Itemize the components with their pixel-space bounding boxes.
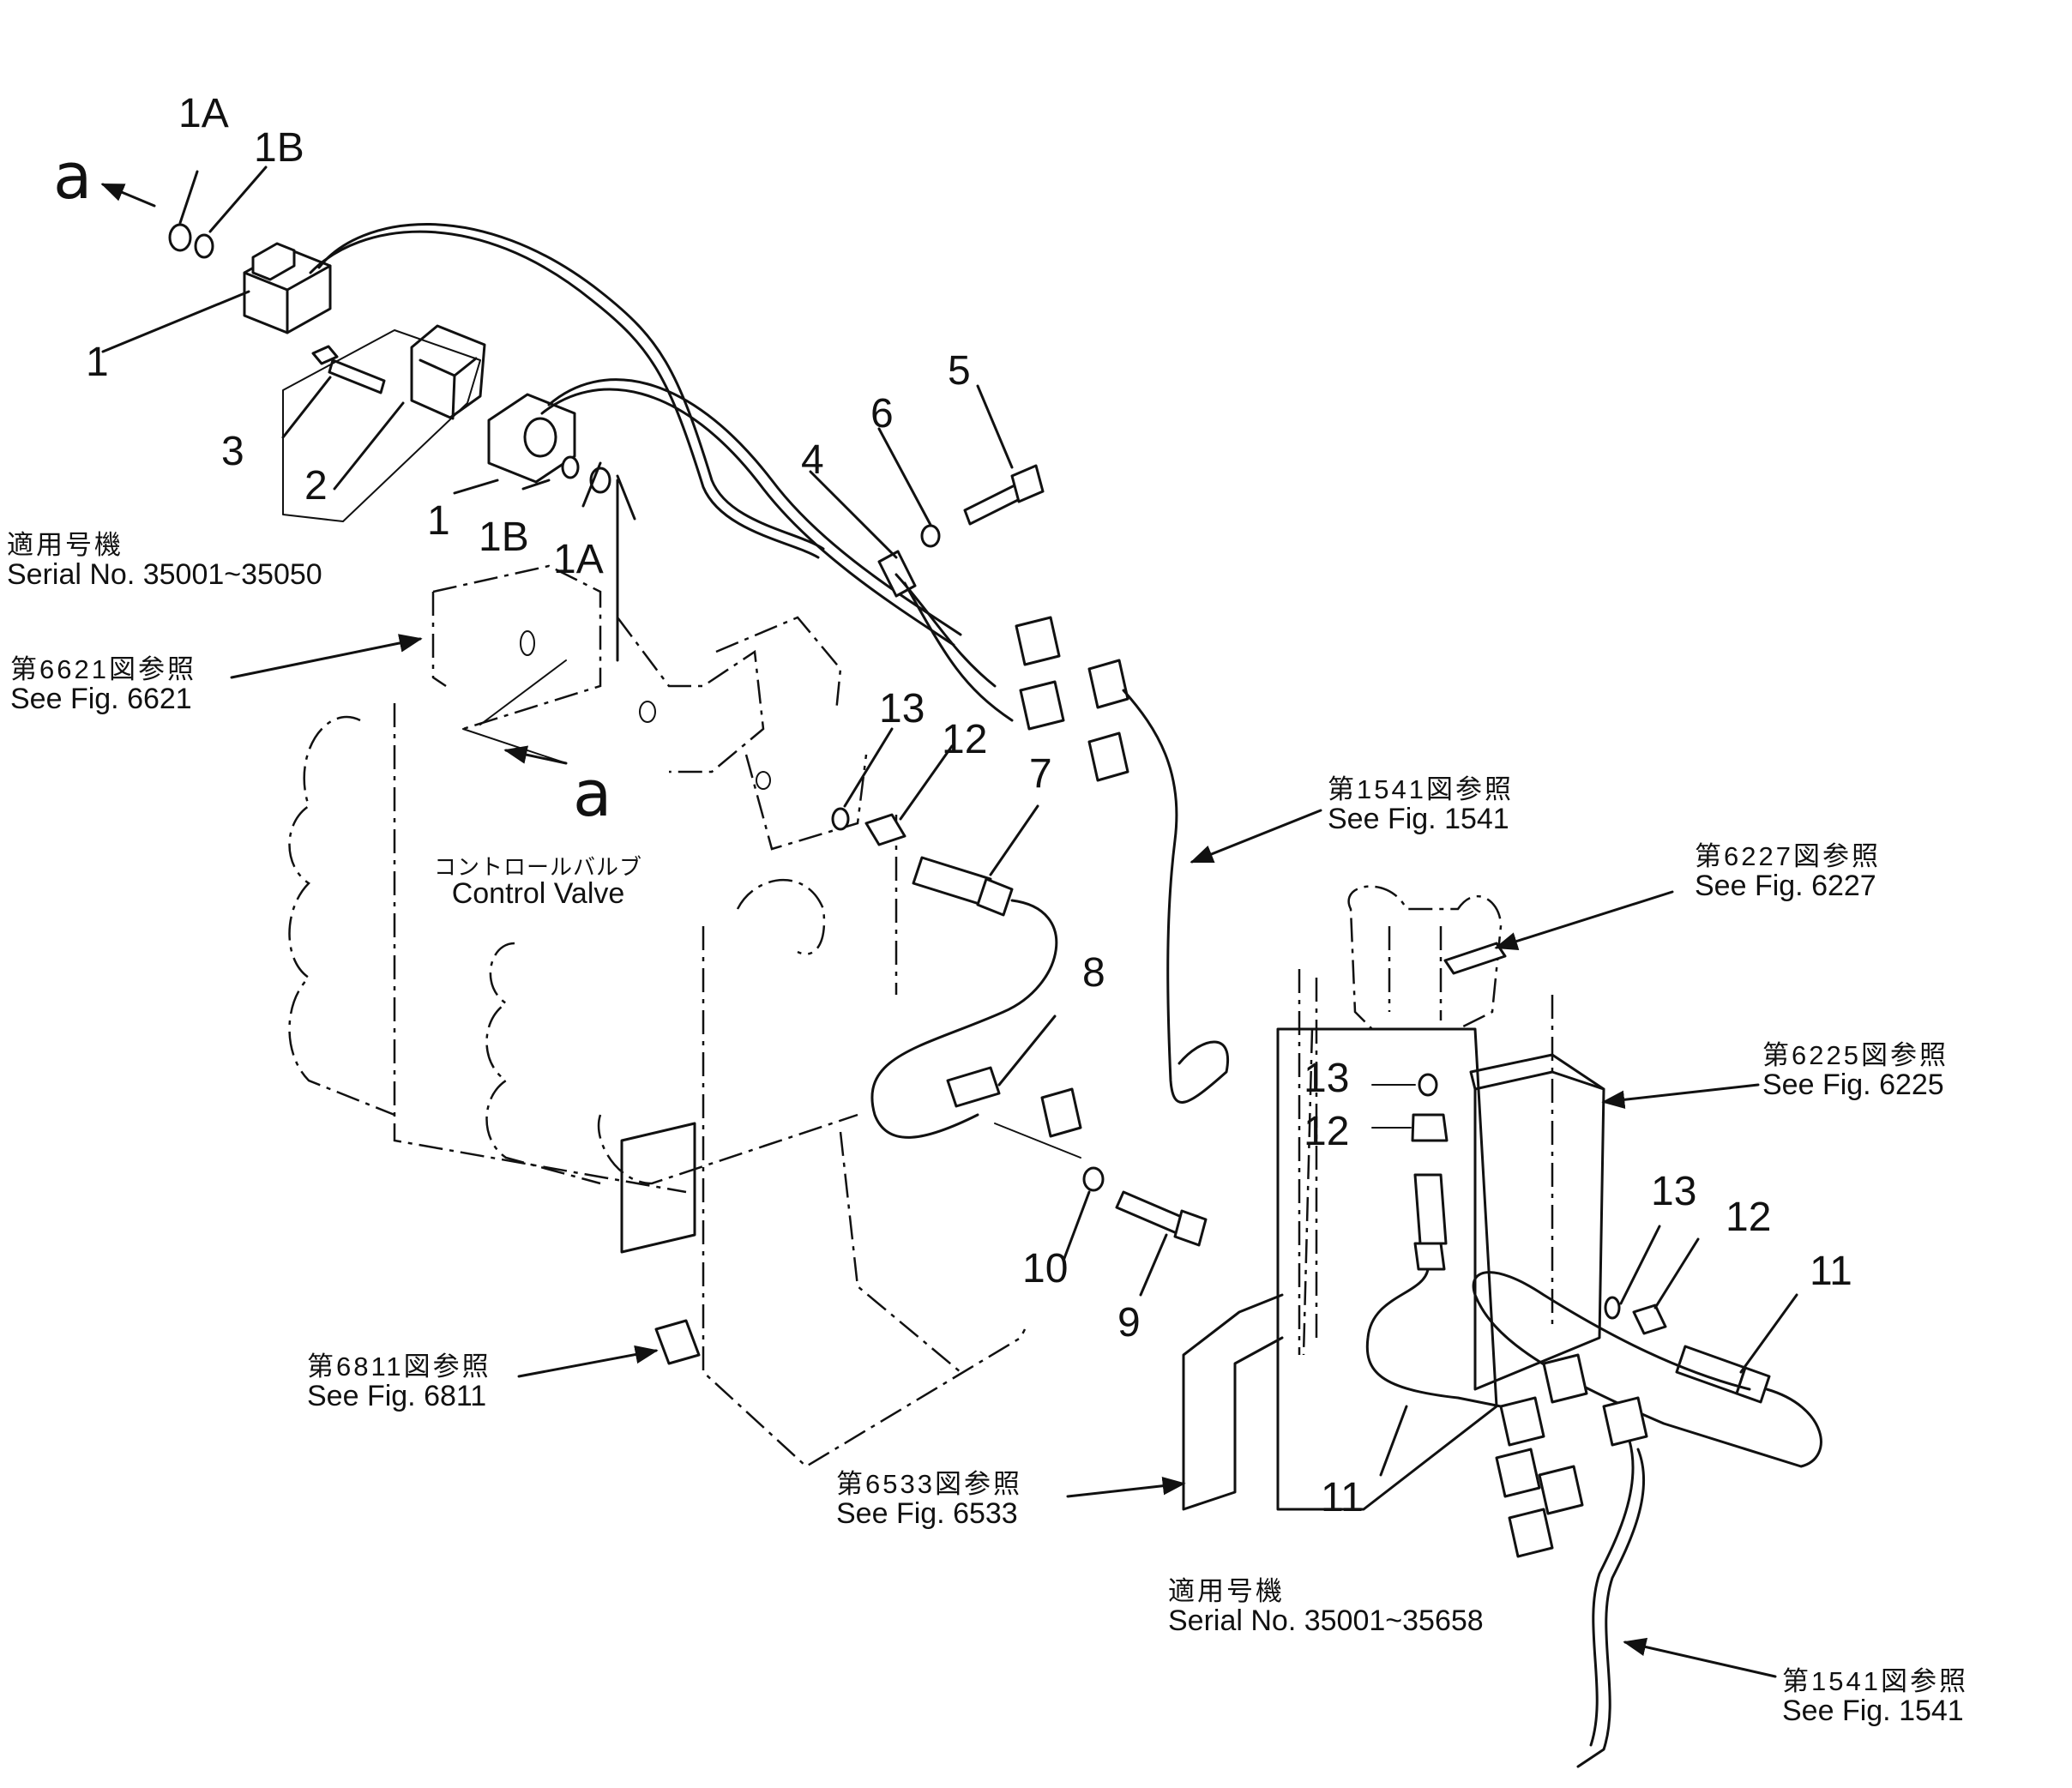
part-label-1a-top: 1A [178, 91, 229, 136]
component-label-jp: コントロールバルブ [434, 854, 643, 880]
view-a-label-valve: a [573, 757, 612, 831]
ref-fig6533-jp: 第6533図参照 [836, 1469, 1022, 1499]
part-label-10: 10 [1022, 1246, 1069, 1291]
plug-12-valve [864, 813, 906, 846]
ref-fig6621: 第6621図参照 See Fig. 6621 [10, 654, 196, 715]
serial-note-bottom: 適用号機 Serial No. 35001~35658 [1168, 1576, 1484, 1637]
ref-fig6225-en: See Fig. 6225 [1762, 1068, 1944, 1101]
ref-fig6227-en: See Fig. 6227 [1695, 869, 1876, 902]
part-label-12-valve: 12 [942, 717, 988, 762]
bolt-3 [311, 345, 386, 394]
bracket-center [1182, 1027, 1498, 1511]
plug-12-bracket [1411, 1113, 1449, 1142]
part-label-1a-mid: 1A [553, 537, 604, 582]
part-label-13-right: 13 [1651, 1169, 1697, 1214]
ref-fig1541-upper-en: See Fig. 1541 [1328, 802, 1509, 835]
ref-fig6225: 第6225図参照 See Fig. 6225 [1762, 1040, 1949, 1101]
sensor-11-lead-right [1472, 1271, 1822, 1468]
part-label-11-lower: 11 [1321, 1475, 1364, 1520]
arrow-fig6227 [1494, 890, 1674, 950]
part-label-2: 2 [304, 463, 328, 509]
component-label-control-valve: コントロールバルブ Control Valve [434, 854, 643, 911]
sensor-group-right [1604, 1296, 1771, 1404]
arrow-fig6621 [230, 634, 423, 679]
part-label-4: 4 [801, 437, 824, 483]
connectors-right [1495, 1353, 1648, 1558]
arrow-fig1541-upper [1190, 809, 1322, 864]
part-label-12-right: 12 [1726, 1195, 1772, 1240]
washer-10 [1082, 1166, 1105, 1192]
serial-note-bottom-en: Serial No. 35001~35658 [1168, 1604, 1484, 1637]
part-label-11-right: 11 [1810, 1249, 1852, 1294]
arrow-fig6811 [517, 1345, 659, 1378]
pressure-switch-top [168, 223, 332, 334]
sensor-7-lead [870, 899, 1058, 1139]
arrow-fig1541-lower [1623, 1637, 1777, 1678]
bolt-9 [1115, 1190, 1208, 1247]
ref-fig1541-lower-jp: 第1541図参照 [1782, 1666, 1968, 1696]
harness-mid [547, 378, 962, 636]
ref-fig6227-jp: 第6227図参照 [1695, 841, 1881, 871]
ref-fig1541-upper-jp: 第1541図参照 [1328, 774, 1514, 804]
sensor-11-lower [1413, 1173, 1448, 1271]
part-label-1b-mid: 1B [479, 515, 529, 560]
bolt-5 [963, 464, 1045, 526]
ref-fig1541-lower-en: See Fig. 1541 [1782, 1694, 1964, 1727]
part-label-3: 3 [221, 429, 244, 474]
ref-fig1541-upper: 第1541図参照 See Fig. 1541 [1328, 774, 1514, 835]
seal-13-valve [831, 807, 850, 831]
ref-fig6533: 第6533図参照 See Fig. 6533 [836, 1469, 1022, 1530]
component-label-en: Control Valve [451, 877, 625, 911]
bracket-right [1298, 969, 1605, 1391]
sensor-11-lead-lower [1365, 1267, 1503, 1408]
part-label-12-bracket: 12 [1304, 1109, 1350, 1154]
solenoid-valve-right [1347, 885, 1507, 1031]
serial-note-top-jp: 適用号機 [7, 530, 123, 560]
ref-fig6227: 第6227図参照 See Fig. 6227 [1695, 841, 1881, 902]
part-label-7: 7 [1029, 751, 1052, 797]
bracket-2 [282, 324, 486, 522]
ref-fig6811: 第6811図参照 See Fig. 6811 [307, 1352, 491, 1412]
ref-fig6533-en: See Fig. 6533 [836, 1496, 1018, 1530]
part-label-6: 6 [870, 391, 894, 436]
ref-fig6621-en: See Fig. 6621 [10, 682, 192, 715]
sensor-7 [912, 856, 1014, 917]
view-arrow-a-top [100, 183, 156, 208]
connector-8 [1040, 1087, 1082, 1138]
harness-top [317, 223, 825, 551]
pressure-switch-mid [487, 393, 611, 494]
harness-lower [1576, 1448, 1646, 1768]
view-arrow-a-valve [503, 745, 568, 765]
ref-fig6811-en: See Fig. 6811 [307, 1379, 487, 1412]
arrow-fig6533 [1066, 1476, 1186, 1498]
seal-13-bracket [1418, 1073, 1438, 1097]
control-valve [288, 479, 1027, 1468]
serial-note-top-en: Serial No. 35001~35050 [7, 557, 322, 591]
part-label-8: 8 [1082, 950, 1105, 996]
ref-fig6811-jp: 第6811図参照 [307, 1352, 491, 1382]
washer-6 [920, 524, 941, 548]
clamp-8 [946, 1066, 1001, 1108]
arrow-fig6225 [1601, 1083, 1760, 1110]
part-label-13-bracket: 13 [1304, 1056, 1350, 1101]
view-a-label-top: a [53, 140, 93, 214]
serial-note-top: 適用号機 Serial No. 35001~35050 [7, 530, 322, 591]
serial-note-bottom-jp: 適用号機 [1168, 1576, 1285, 1606]
part-label-5: 5 [948, 348, 971, 394]
part-label-1b-top: 1B [254, 125, 304, 171]
connectors-upper [1015, 616, 1129, 782]
part-label-9: 9 [1117, 1300, 1141, 1346]
part-label-1-mid: 1 [427, 498, 450, 544]
ref-fig6225-jp: 第6225図参照 [1762, 1040, 1949, 1070]
ref-fig6621-jp: 第6621図参照 [10, 654, 196, 684]
part-label-1-top: 1 [86, 340, 109, 385]
ref-fig1541-lower: 第1541図参照 See Fig. 1541 [1782, 1666, 1968, 1727]
part-label-13-valve: 13 [879, 686, 925, 731]
